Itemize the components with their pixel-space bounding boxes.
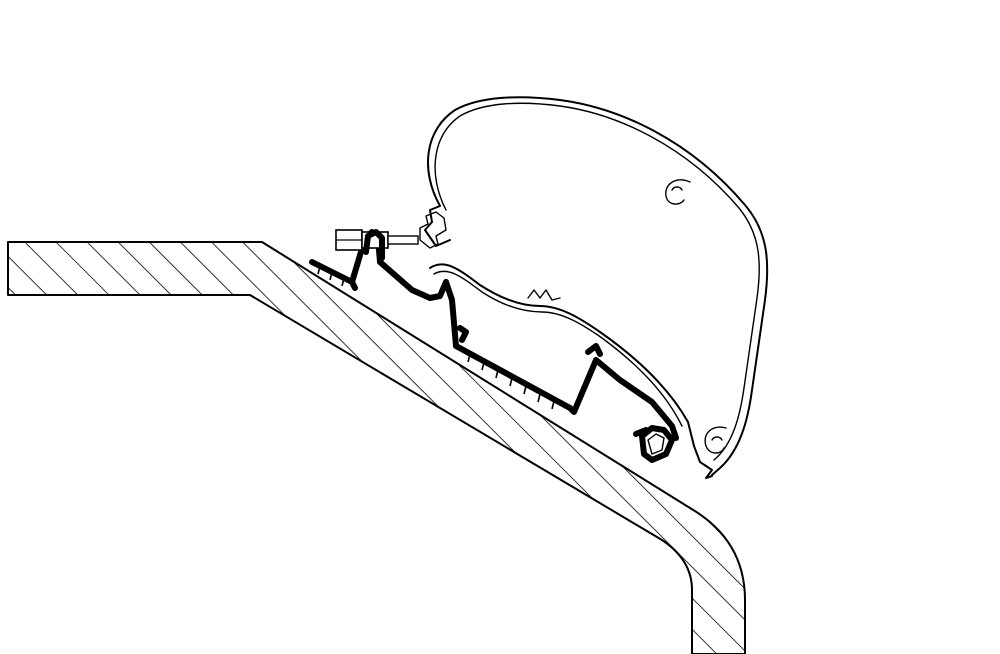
awning-cassette	[419, 96, 769, 479]
cassette-outer-shell	[424, 96, 769, 476]
cassette-latch	[419, 211, 447, 249]
end-cap-body	[639, 425, 675, 463]
bolt-shank	[387, 235, 419, 245]
adapter-base-rail	[453, 343, 599, 415]
end-cap-clip	[633, 425, 675, 463]
roof-hatch	[7, 241, 746, 654]
cassette-bottom-clip	[704, 426, 727, 454]
cassette-mid-clip	[527, 289, 561, 301]
cassette-top-clip	[665, 179, 691, 205]
cassette-lower-inner	[433, 270, 683, 427]
roof-section	[7, 241, 746, 654]
end-cap-tab	[633, 427, 649, 437]
adapter-hook	[457, 325, 469, 343]
adapter-arm	[593, 357, 679, 441]
adapter-upright	[443, 279, 459, 349]
bolt-clamp	[363, 229, 385, 261]
end-cap-inner	[647, 433, 665, 455]
adapter-teeth	[317, 265, 555, 410]
adapter-arm-hook	[585, 343, 603, 357]
cassette-inner-shell	[434, 102, 760, 461]
bolt-and-nut	[335, 229, 419, 261]
cassette-bottom-lip	[687, 421, 713, 479]
cassette-lower-profile	[429, 263, 689, 423]
